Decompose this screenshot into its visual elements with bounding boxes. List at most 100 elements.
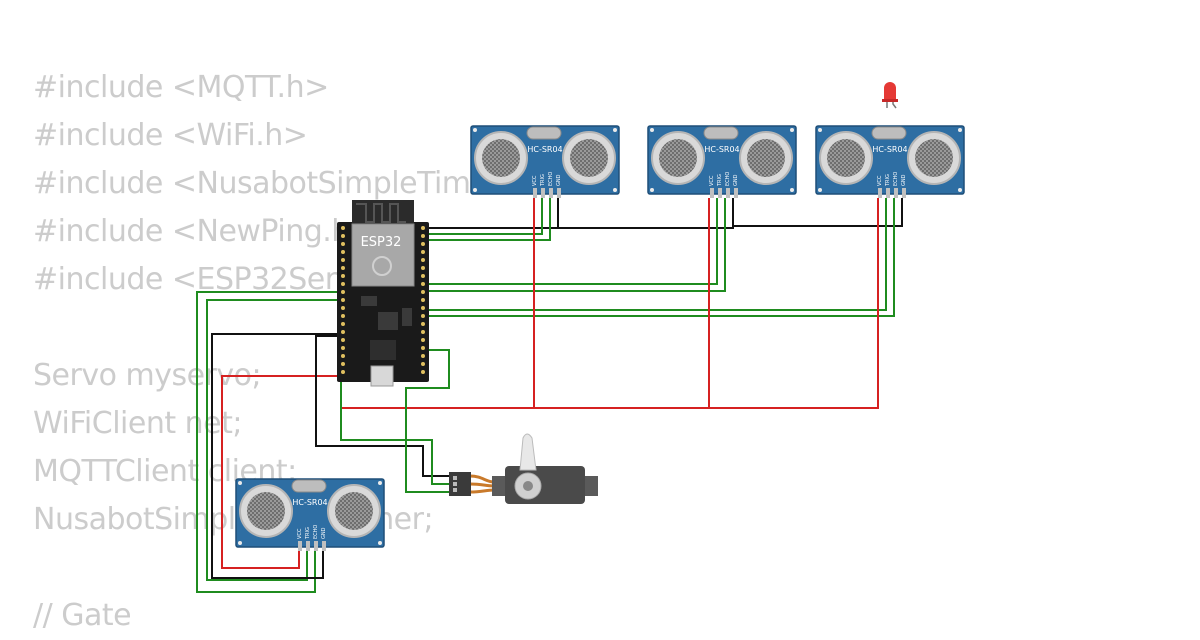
header-pin: [341, 338, 345, 342]
red-led[interactable]: [882, 82, 898, 109]
servo-connector: [449, 472, 471, 496]
chip-component: [370, 340, 396, 360]
pin-label: GND: [901, 174, 907, 186]
header-pin: [341, 306, 345, 310]
crystal-oscillator: [703, 126, 739, 140]
pin-label: TRIG: [885, 174, 891, 187]
header-pin: [341, 282, 345, 286]
mount-hole: [238, 481, 242, 485]
mount-hole: [650, 188, 654, 192]
header-pin: [421, 234, 425, 238]
mount-hole: [613, 188, 617, 192]
transducer-mesh: [482, 139, 520, 177]
mount-hole: [650, 128, 654, 132]
header-pin: [341, 242, 345, 246]
header-pin: [341, 314, 345, 318]
wire-ground-2: [558, 198, 734, 229]
pin-label: VCC: [877, 175, 883, 186]
wire-vcc-2: [534, 198, 710, 409]
pin-label: GND: [733, 174, 739, 186]
header-pin: [421, 282, 425, 286]
header-pin: [421, 322, 425, 326]
sensor-label: HC-SR04: [872, 145, 907, 154]
sensor-pin: [549, 188, 553, 198]
header-pin: [341, 322, 345, 326]
wire-vcc-4: [221, 375, 341, 569]
sensor-pin: [710, 188, 714, 198]
shaft-screw-icon: [523, 481, 533, 491]
header-pin: [421, 298, 425, 302]
servo-horn: [519, 433, 537, 471]
code-line: #include <MQTT.h>: [33, 70, 329, 105]
wire-ground-4: [211, 333, 343, 579]
wire-trig-4: [206, 299, 343, 581]
sensor-pin: [557, 188, 561, 198]
header-pin: [341, 258, 345, 262]
mount-hole: [378, 541, 382, 545]
sensor-pin: [314, 541, 318, 551]
mount-hole: [790, 128, 794, 132]
sensor-pin: [298, 541, 302, 551]
mount-hole: [818, 128, 822, 132]
crystal-oscillator: [291, 479, 327, 493]
sensor-pin: [878, 188, 882, 198]
led-body: [884, 82, 896, 100]
espressif-logo-icon: [372, 256, 392, 276]
transducer-mesh: [659, 139, 697, 177]
esp32-pins: [341, 226, 425, 374]
sensor-label: HC-SR04: [527, 145, 562, 154]
connector-pin: [453, 482, 457, 486]
connector-pin: [453, 476, 457, 480]
wire-trig-1: [425, 198, 543, 235]
header-pin: [341, 346, 345, 350]
mount-hole: [958, 128, 962, 132]
pin-label: VCC: [709, 175, 715, 186]
sensor-pin: [902, 188, 906, 198]
code-line: #include <WiFi.h>: [33, 118, 308, 153]
code-line: WiFiClient net;: [33, 406, 242, 441]
chip-component: [361, 296, 377, 306]
header-pin: [421, 306, 425, 310]
mount-hole: [378, 481, 382, 485]
header-pin: [341, 250, 345, 254]
header-pin: [421, 314, 425, 318]
transducer-mesh: [247, 492, 285, 530]
servo-mount-right: [584, 476, 598, 496]
sensor-pin: [726, 188, 730, 198]
sensor-label: HC-SR04: [292, 498, 327, 507]
header-pin: [421, 266, 425, 270]
header-pin: [421, 354, 425, 358]
pin-label: VCC: [297, 528, 303, 539]
usb-port: [370, 365, 394, 387]
esp32-board[interactable]: ESP32: [337, 200, 429, 387]
header-pin: [421, 242, 425, 246]
sensor-pin: [734, 188, 738, 198]
header-pin: [341, 266, 345, 270]
header-pin: [421, 346, 425, 350]
pin-label: ECHO: [725, 172, 731, 186]
header-pin: [341, 354, 345, 358]
mount-hole: [473, 128, 477, 132]
header-pin: [421, 290, 425, 294]
servo-motor[interactable]: [449, 433, 598, 504]
wire-servo-signal: [405, 349, 450, 493]
connector-pin: [453, 488, 457, 492]
mount-hole: [790, 188, 794, 192]
esp32-label: ESP32: [361, 235, 402, 250]
header-pin: [341, 234, 345, 238]
mount-hole: [958, 188, 962, 192]
regulator-chip: [378, 312, 398, 330]
pin-label: GND: [321, 527, 327, 539]
header-pin: [341, 274, 345, 278]
mount-hole: [238, 541, 242, 545]
button-component: [402, 308, 412, 326]
wire-trig-3: [425, 198, 887, 311]
transducer-mesh: [915, 139, 953, 177]
wire-trig-2: [425, 198, 718, 285]
